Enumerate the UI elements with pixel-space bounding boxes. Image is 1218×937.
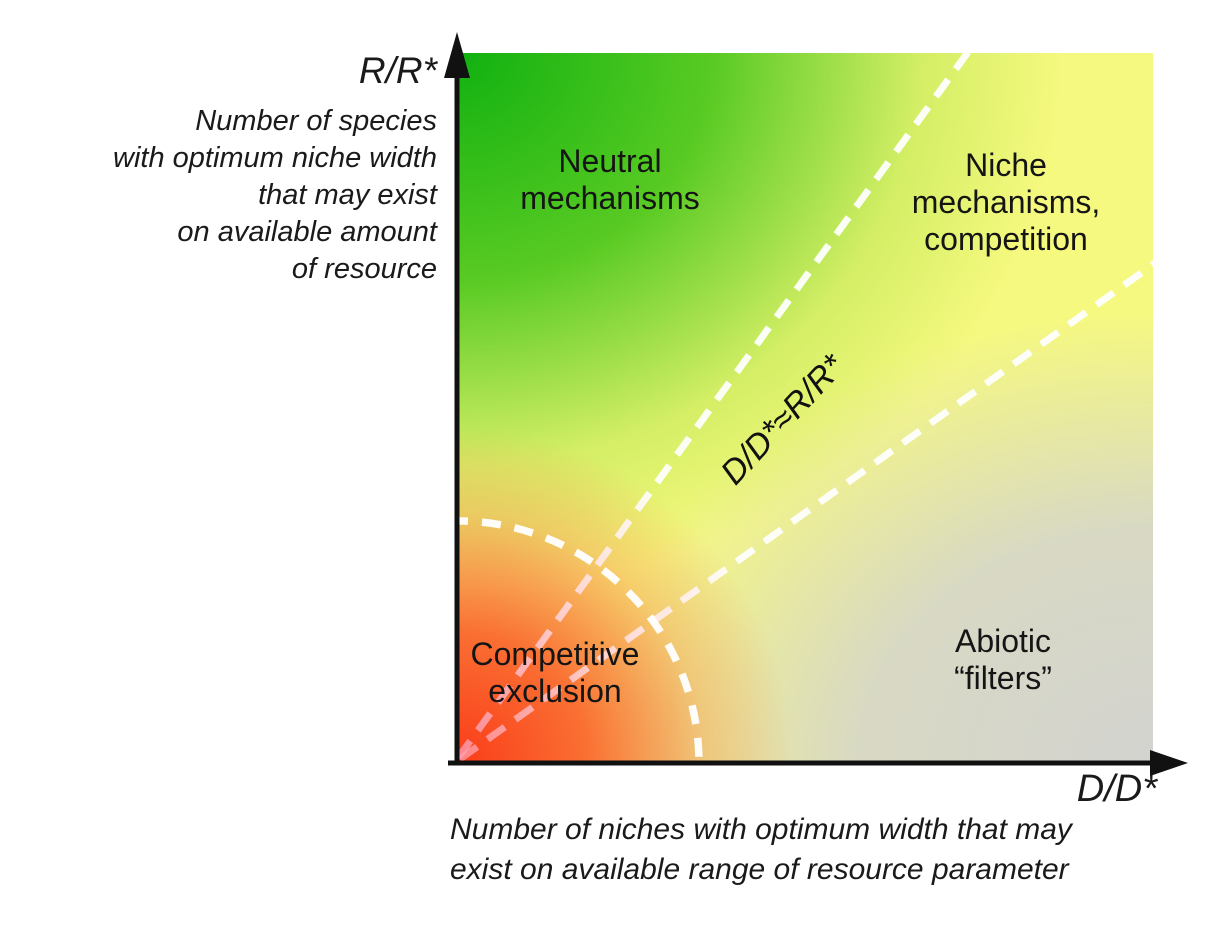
x-axis-caption-line: exist on available range of resource par…	[450, 853, 1069, 886]
x-axis-caption: Number of niches with optimum width that…	[450, 810, 1170, 890]
region-label-niche-mechanisms: Niche mechanisms, competition	[856, 147, 1156, 258]
region-label-line: Abiotic	[954, 623, 1052, 659]
y-axis-caption-line: that may exist	[258, 179, 437, 211]
y-axis-caption-line: on available amount	[177, 216, 437, 248]
y-axis-caption-line: Number of species	[195, 105, 437, 137]
y-axis-caption-line: of resource	[291, 253, 437, 285]
region-label-line: Competitive	[470, 636, 640, 672]
region-label-neutral-mechanisms: Neutral mechanisms	[460, 143, 760, 217]
region-label-line: Neutral	[558, 143, 662, 179]
x-axis-caption-line: Number of niches with optimum width that…	[450, 813, 1072, 846]
x-axis-symbol: D/D*	[1076, 768, 1157, 810]
y-axis-caption: Number of species with optimum niche wid…	[17, 103, 437, 288]
region-label-line: exclusion	[488, 673, 622, 709]
region-label-line: mechanisms	[520, 180, 700, 216]
region-label-abiotic-filters: Abiotic “filters”	[853, 623, 1153, 697]
region-label-line: mechanisms,	[911, 184, 1101, 220]
region-label-line: “filters”	[954, 660, 1052, 696]
y-axis-symbol: R/R*	[358, 50, 437, 91]
y-axis-caption-line: with optimum niche width	[113, 142, 437, 174]
region-label-line: Niche	[965, 147, 1047, 183]
region-label-competitive-exclusion: Competitive exclusion	[405, 636, 705, 710]
region-label-line: competition	[924, 221, 1088, 257]
